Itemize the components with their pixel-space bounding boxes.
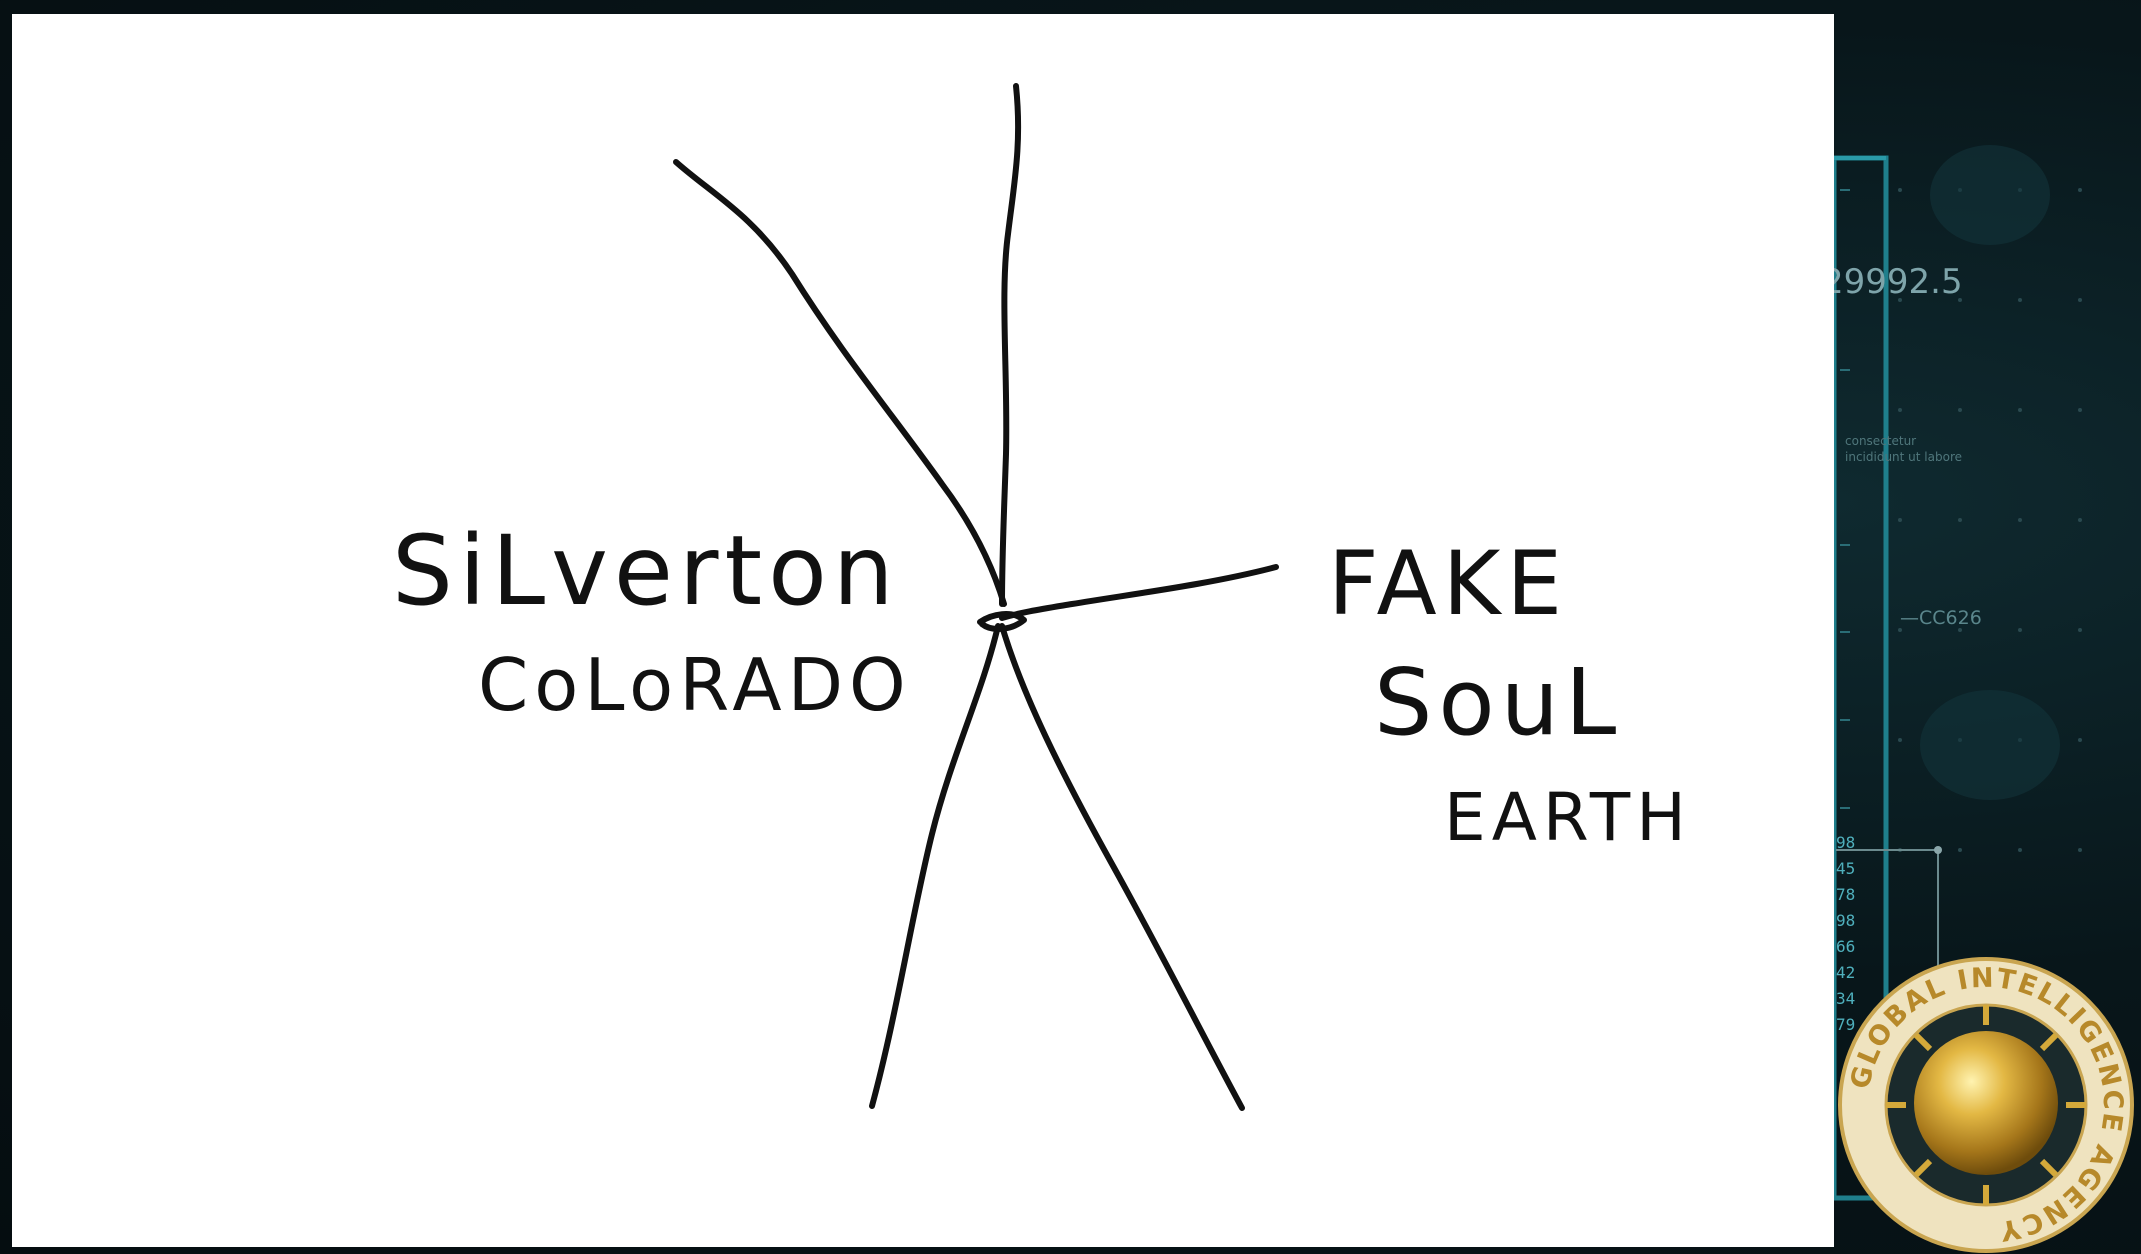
- drawn-line-right: [999, 564, 1279, 621]
- hud-number: 79: [1836, 1015, 1856, 1034]
- hud-code-label: —CC626: [1900, 607, 1982, 629]
- hud-number: 78: [1836, 885, 1856, 904]
- whiteboard-panel: SiLverton CoLoRADO FAKE SouL EARTH: [12, 14, 1834, 1247]
- drawn-line-up: [999, 83, 1022, 607]
- hud-small-text: consectetur incididunt ut labore: [1845, 433, 1962, 465]
- hud-small-text-line: consectetur: [1845, 434, 1917, 448]
- drawn-center-knot: [977, 611, 1027, 632]
- hud-number: 98: [1836, 833, 1856, 852]
- drawn-line-upper-left: [673, 159, 1007, 607]
- label-earth: EARTH: [1444, 779, 1692, 856]
- label-soul: SouL: [1374, 649, 1622, 756]
- drawn-line-lower-left: [869, 623, 1001, 1109]
- hud-number: 45: [1836, 859, 1856, 878]
- hud-number: 66: [1836, 937, 1856, 956]
- label-silverton: SiLverton: [392, 515, 900, 627]
- hud-number: 34: [1836, 989, 1856, 1008]
- hud-number: 98: [1836, 911, 1856, 930]
- whiteboard-drawing: SiLverton CoLoRADO FAKE SouL EARTH: [392, 83, 1692, 1111]
- gold-sphere-icon: [1914, 1031, 2058, 1175]
- drawn-line-lower-right: [999, 623, 1245, 1111]
- agency-seal-logo: GLOBAL INTELLIGENCE AGENCY: [1838, 957, 2134, 1253]
- hud-number-column: 98 45 78 98 66 42 34 79: [1836, 830, 1855, 1038]
- hud-small-text-line: incididunt ut labore: [1845, 450, 1962, 464]
- label-colorado: CoLoRADO: [478, 643, 912, 727]
- hud-readout-number: 29992.5: [1822, 262, 1963, 302]
- label-fake: FAKE: [1328, 532, 1568, 635]
- hud-number: 42: [1836, 963, 1856, 982]
